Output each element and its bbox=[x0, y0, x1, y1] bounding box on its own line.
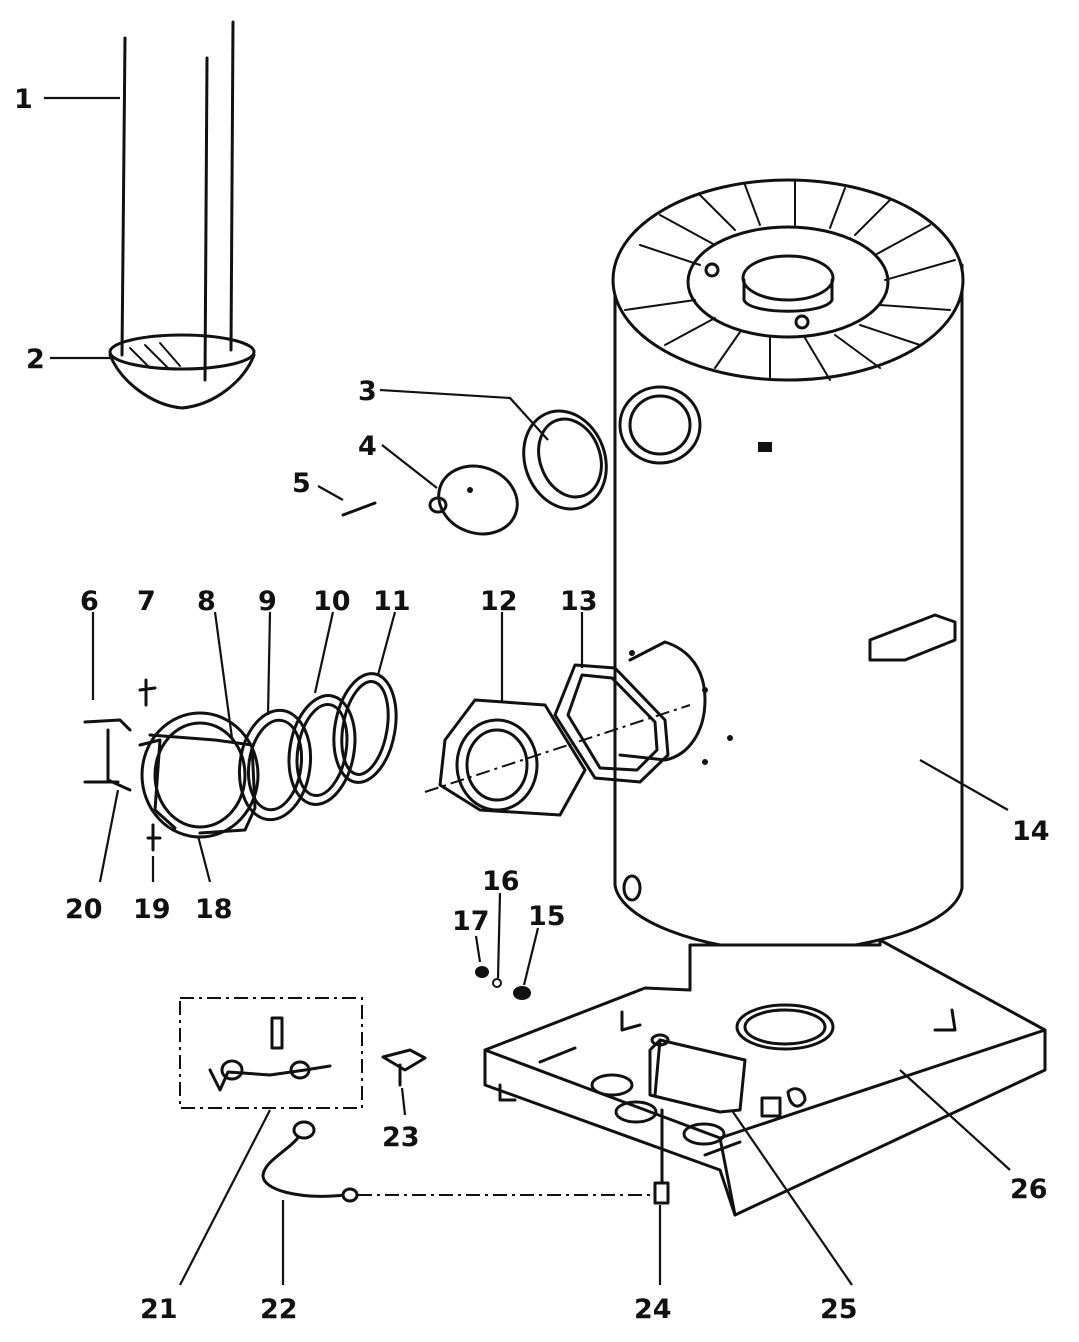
leader-lines bbox=[44, 96, 1011, 1286]
label-6: 6 bbox=[80, 586, 99, 617]
alignment-line bbox=[424, 704, 691, 793]
part-25-control-block bbox=[648, 1033, 807, 1118]
part-12-combustion-chamber bbox=[438, 698, 587, 817]
label-24: 24 bbox=[634, 1294, 672, 1325]
part-21-kit-box bbox=[179, 997, 363, 1109]
label-12: 12 bbox=[480, 586, 518, 617]
part-6-7-19-20-fasteners bbox=[83, 678, 162, 852]
label-18: 18 bbox=[195, 894, 233, 925]
part-10-gasket bbox=[287, 694, 357, 806]
part-2-baffle-cone bbox=[108, 333, 256, 410]
label-22: 22 bbox=[260, 1294, 298, 1325]
label-21: 21 bbox=[140, 1294, 178, 1325]
part-24-connector bbox=[653, 1108, 670, 1205]
label-26: 26 bbox=[1010, 1174, 1048, 1205]
part-22-thermocouple bbox=[261, 1120, 359, 1203]
part-4-cover-plate bbox=[428, 464, 519, 536]
label-1: 1 bbox=[14, 84, 33, 115]
part-9-gasket bbox=[238, 708, 312, 822]
label-5: 5 bbox=[292, 468, 311, 499]
part-15-16-17-small-items bbox=[475, 966, 531, 1000]
part-23-fitting bbox=[381, 1048, 427, 1087]
label-3: 3 bbox=[358, 376, 377, 407]
label-25: 25 bbox=[820, 1294, 858, 1325]
label-2: 2 bbox=[26, 344, 45, 375]
label-10: 10 bbox=[313, 586, 351, 617]
label-19: 19 bbox=[133, 894, 171, 925]
label-7: 7 bbox=[137, 586, 156, 617]
label-23: 23 bbox=[382, 1122, 420, 1153]
part-14-tank bbox=[611, 178, 965, 954]
label-17: 17 bbox=[452, 906, 490, 937]
label-11: 11 bbox=[373, 586, 411, 617]
part-8-18-burner-housing bbox=[138, 711, 260, 839]
part-26-base-plate bbox=[483, 938, 1047, 1217]
part-11-gasket bbox=[332, 672, 398, 784]
label-16: 16 bbox=[482, 866, 520, 897]
callout-labels: 1 2 3 4 5 6 7 8 9 10 11 12 13 14 15 16 1… bbox=[14, 84, 1050, 1325]
label-4: 4 bbox=[358, 431, 377, 462]
part-5-pin bbox=[341, 501, 377, 517]
part-1-rods bbox=[120, 20, 235, 382]
label-13: 13 bbox=[560, 586, 598, 617]
label-8: 8 bbox=[197, 586, 216, 617]
label-14: 14 bbox=[1012, 816, 1050, 847]
label-15: 15 bbox=[528, 901, 566, 932]
label-20: 20 bbox=[65, 894, 103, 925]
label-9: 9 bbox=[258, 586, 277, 617]
part-3-ring bbox=[522, 409, 608, 511]
